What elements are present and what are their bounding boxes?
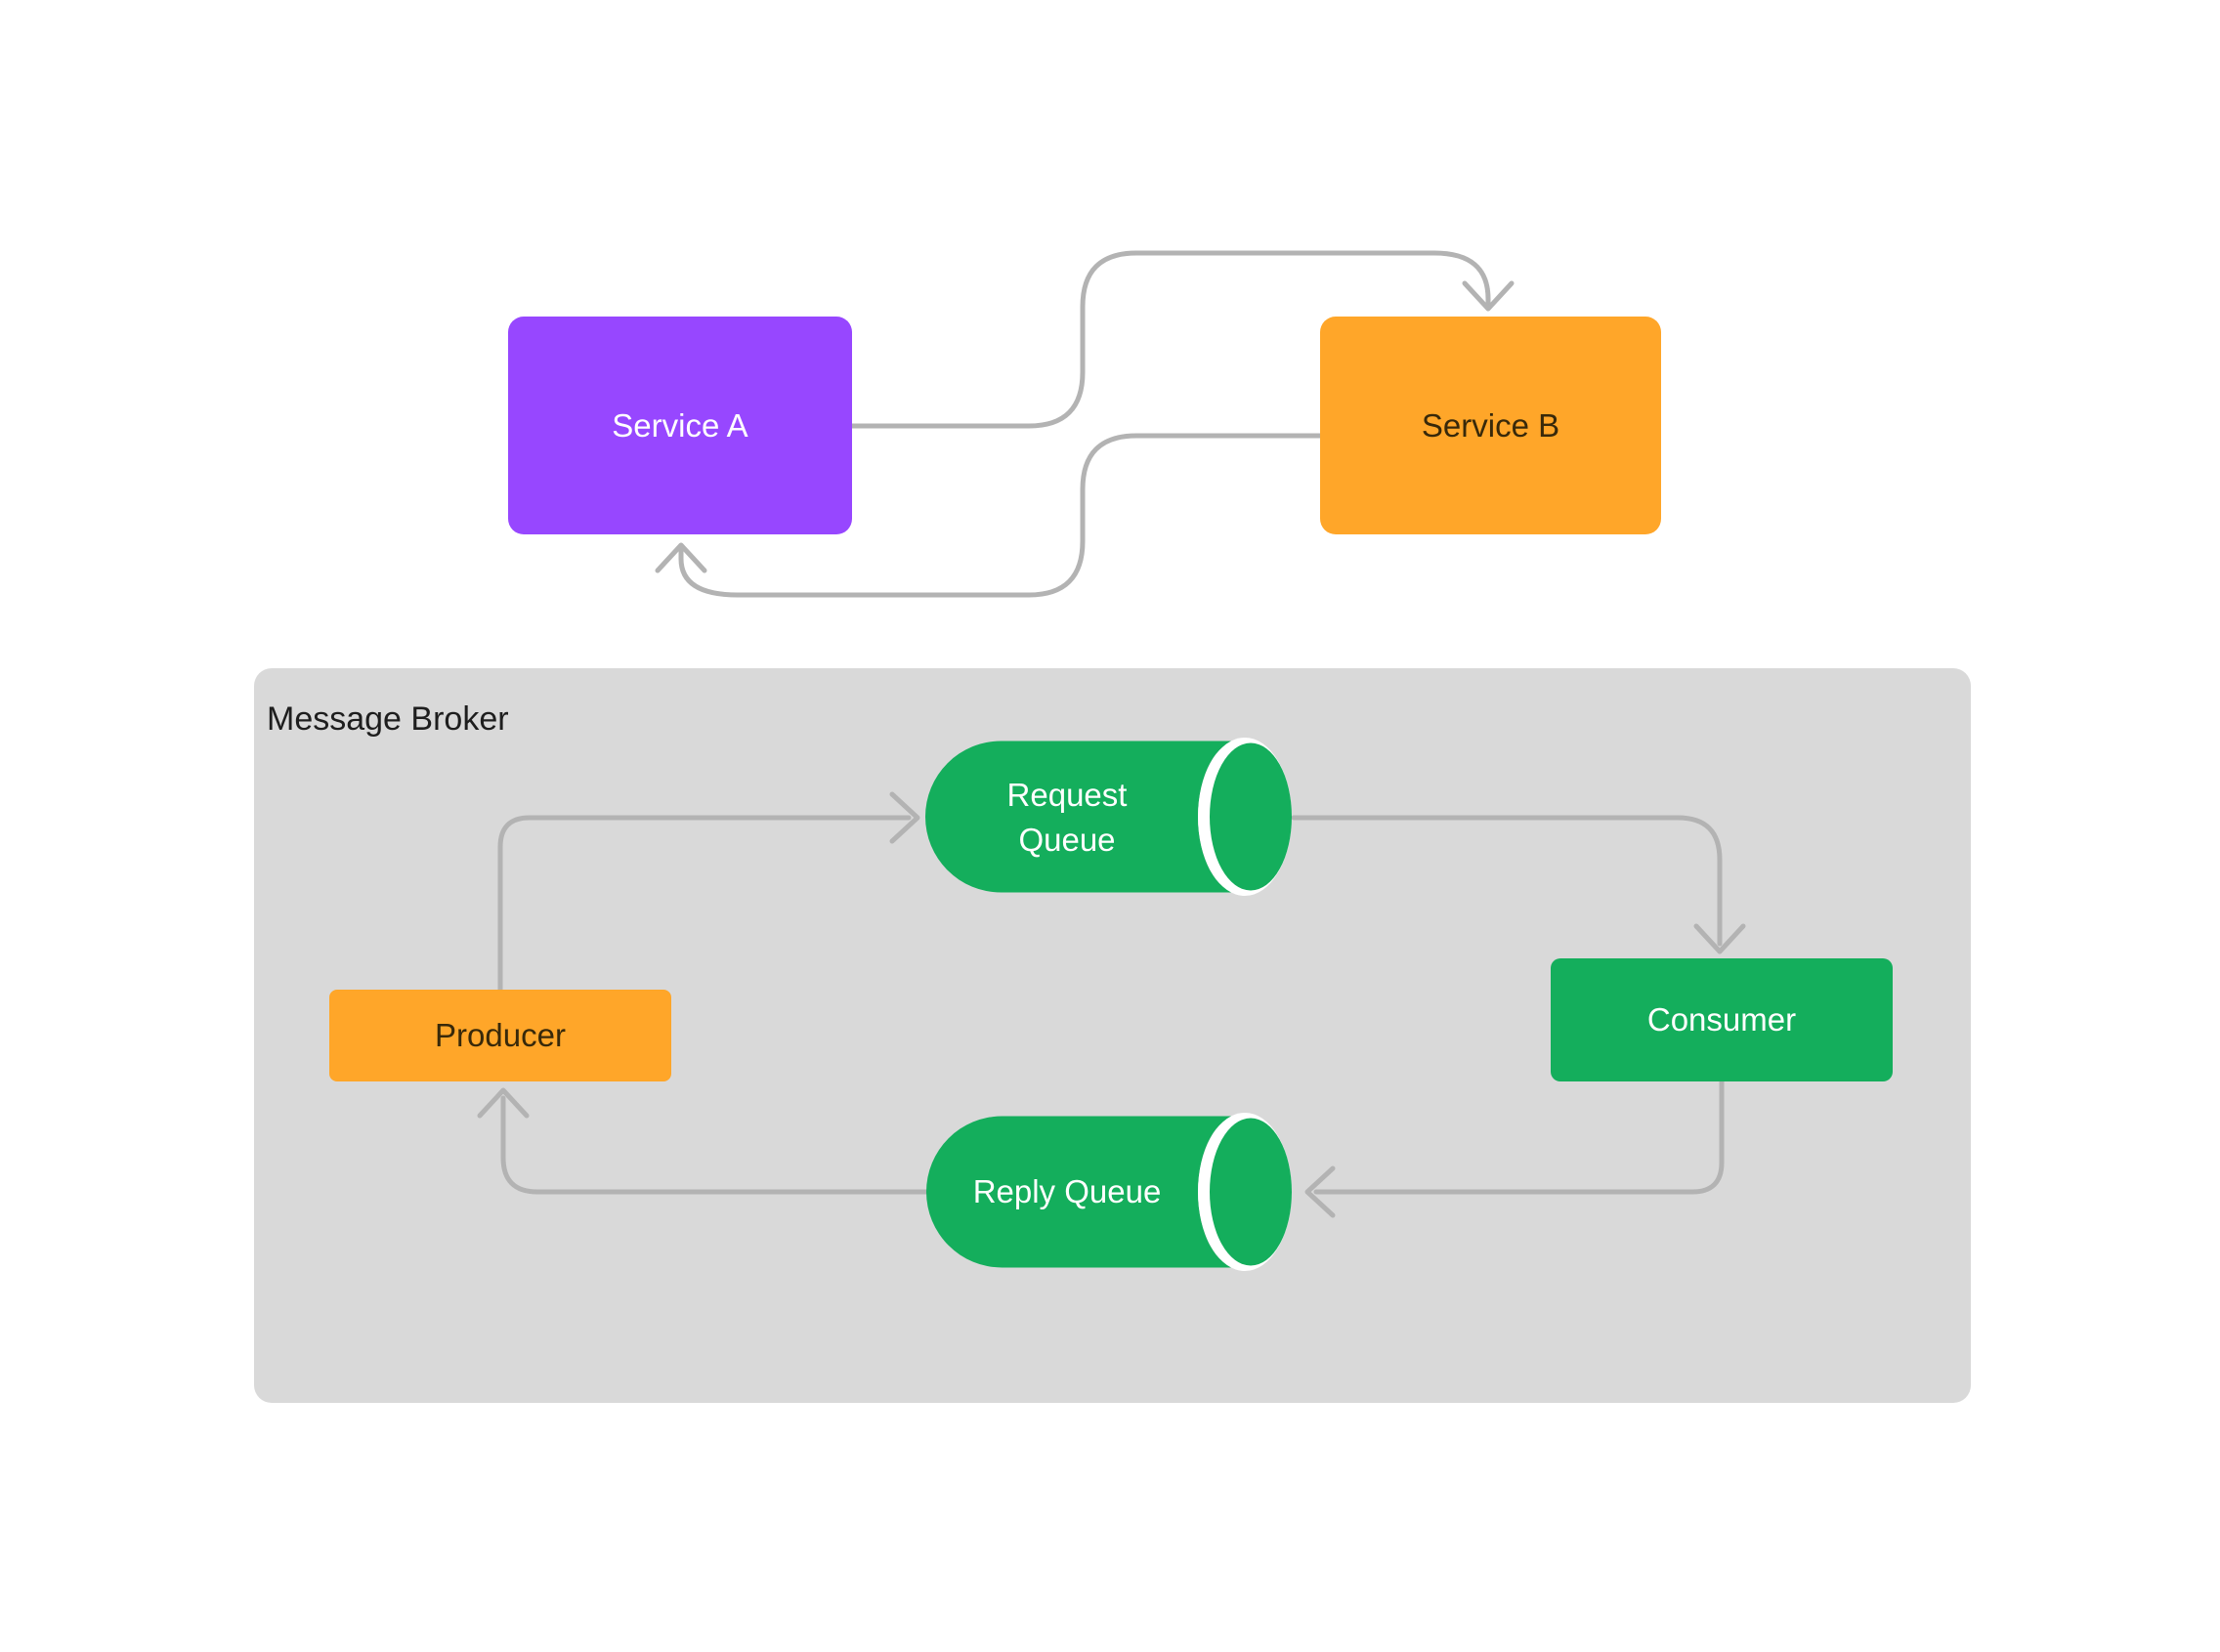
arrowhead-down-icon	[1693, 923, 1746, 954]
arrowhead-right-icon	[889, 791, 920, 844]
request-queue-cylinder[interactable]	[925, 738, 1292, 896]
connector-line[interactable]	[1313, 1079, 1725, 1195]
node-service-b[interactable]: Service B	[1320, 317, 1661, 534]
node-producer[interactable]: Producer	[329, 990, 671, 1081]
reply-queue-cylinder[interactable]	[926, 1113, 1292, 1271]
connector-producer-to-request-queue[interactable]	[497, 791, 920, 993]
service-b-label: Service B	[1421, 406, 1560, 444]
consumer-label: Consumer	[1646, 1001, 1797, 1038]
connector-line[interactable]	[500, 1095, 929, 1195]
arrowhead-up-icon	[477, 1087, 530, 1119]
producer-label: Producer	[435, 1017, 566, 1053]
cylinder-body[interactable]	[926, 1116, 1239, 1268]
connector-line[interactable]	[497, 815, 912, 993]
arrowhead-down-icon	[1462, 280, 1515, 312]
cylinder-lid[interactable]	[1210, 742, 1292, 891]
cylinder-body[interactable]	[925, 741, 1239, 893]
service-a-label: Service A	[612, 406, 748, 444]
arrowhead-left-icon	[1304, 1165, 1336, 1218]
connector-line[interactable]	[678, 433, 1323, 598]
connectors-group	[477, 250, 1746, 1218]
connector-reply-queue-to-producer[interactable]	[477, 1087, 929, 1195]
cylinder-lid[interactable]	[1210, 1118, 1292, 1266]
connector-request-queue-to-consumer[interactable]	[1291, 815, 1746, 954]
node-service-a[interactable]: Service A	[508, 317, 852, 534]
connector-line[interactable]	[1291, 815, 1723, 947]
message-broker-label: Message Broker	[267, 700, 509, 738]
connector-consumer-to-reply-queue[interactable]	[1304, 1079, 1725, 1218]
node-consumer[interactable]: Consumer	[1551, 958, 1893, 1081]
connector-line[interactable]	[849, 250, 1491, 429]
arrowhead-up-icon	[655, 542, 707, 573]
connector-service-b-to-service-a[interactable]	[655, 433, 1323, 598]
connector-service-a-to-service-b[interactable]	[849, 250, 1515, 429]
